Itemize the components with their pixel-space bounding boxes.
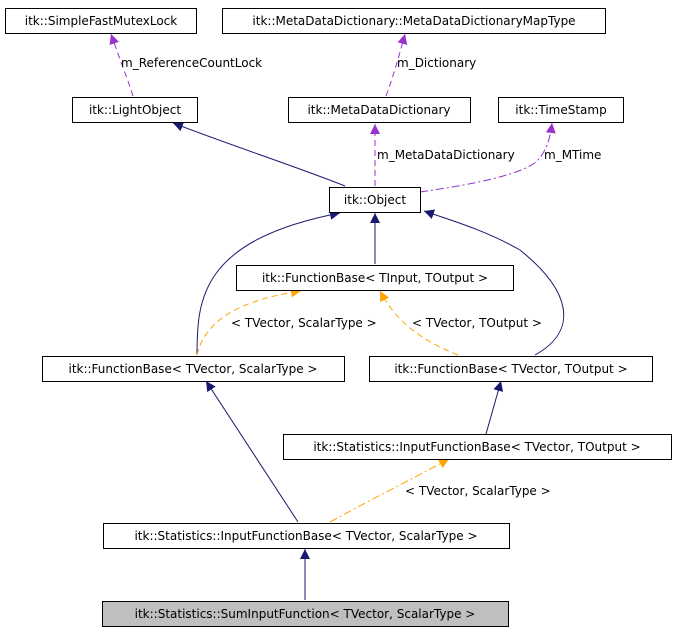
node-simple-fast-mutex-lock[interactable]: itk::SimpleFastMutexLock [5,8,197,34]
edge-label-template-toutput: < TVector, TOutput > [412,316,542,330]
edge-template-toutput [379,290,459,356]
edge-label-dictionary: m_Dictionary [397,56,476,70]
node-object[interactable]: itk::Object [329,187,421,213]
node-function-base-tinput-toutput[interactable]: itk::FunctionBase< TInput, TOutput > [236,265,514,291]
node-label: itk::MetaDataDictionary::MetaDataDiction… [252,14,575,28]
edge-dictionary [385,33,408,97]
node-label: itk::TimeStamp [515,103,606,117]
edge-reference-count-lock [109,33,134,97]
edge-label-template-input-function: < TVector, ScalarType > [405,484,551,498]
edge-function-base-scalar-to-object [196,209,341,356]
edge-mtime [419,122,556,193]
node-label: itk::SimpleFastMutexLock [25,14,178,28]
edge-template-scalar [196,287,302,356]
node-input-function-base-tvector-toutput[interactable]: itk::Statistics::InputFunctionBase< TVec… [283,434,672,460]
edge-template-input-function [329,458,450,523]
edge-object-to-light-object [172,121,346,187]
node-label: itk::Statistics::InputFunctionBase< TVec… [134,529,477,543]
node-label: itk::LightObject [89,103,181,117]
node-light-object[interactable]: itk::LightObject [72,97,198,123]
edge-input-function-base-toutput-to-function-base [485,380,504,435]
node-label: itk::FunctionBase< TInput, TOutput > [262,271,488,285]
node-input-function-base-tvector-scalartype[interactable]: itk::Statistics::InputFunctionBase< TVec… [103,523,510,549]
node-metadata-dictionary-map-type[interactable]: itk::MetaDataDictionary::MetaDataDiction… [222,8,606,34]
edge-label-mtime: m_MTime [544,148,601,162]
node-metadata-dictionary[interactable]: itk::MetaDataDictionary [288,97,471,123]
edge-label-reference-count-lock: m_ReferenceCountLock [121,56,262,70]
nodes: itk::SimpleFastMutexLock itk::MetaDataDi… [5,8,672,627]
edge-input-function-base-scalar-to-function-base [205,380,299,523]
node-time-stamp[interactable]: itk::TimeStamp [498,97,624,123]
node-label: itk::FunctionBase< TVector, TOutput > [394,362,627,376]
node-label: itk::Object [344,193,406,207]
edges [109,33,565,600]
edge-label-metadata-dictionary: m_MetaDataDictionary [377,148,515,162]
node-sum-input-function[interactable]: itk::Statistics::SumInputFunction< TVect… [102,601,509,627]
node-label: itk::FunctionBase< TVector, ScalarType > [68,362,317,376]
edge-function-base-toutput-to-object [423,209,565,356]
node-label: itk::Statistics::SumInputFunction< TVect… [135,607,476,621]
edge-label-template-scalar: < TVector, ScalarType > [231,316,377,330]
node-function-base-tvector-toutput[interactable]: itk::FunctionBase< TVector, TOutput > [369,356,653,382]
node-label: itk::MetaDataDictionary [307,103,450,117]
node-label: itk::Statistics::InputFunctionBase< TVec… [313,440,640,454]
edge-labels: m_ReferenceCountLock m_Dictionary m_Meta… [121,56,601,498]
node-function-base-tvector-scalartype[interactable]: itk::FunctionBase< TVector, ScalarType > [42,356,345,382]
